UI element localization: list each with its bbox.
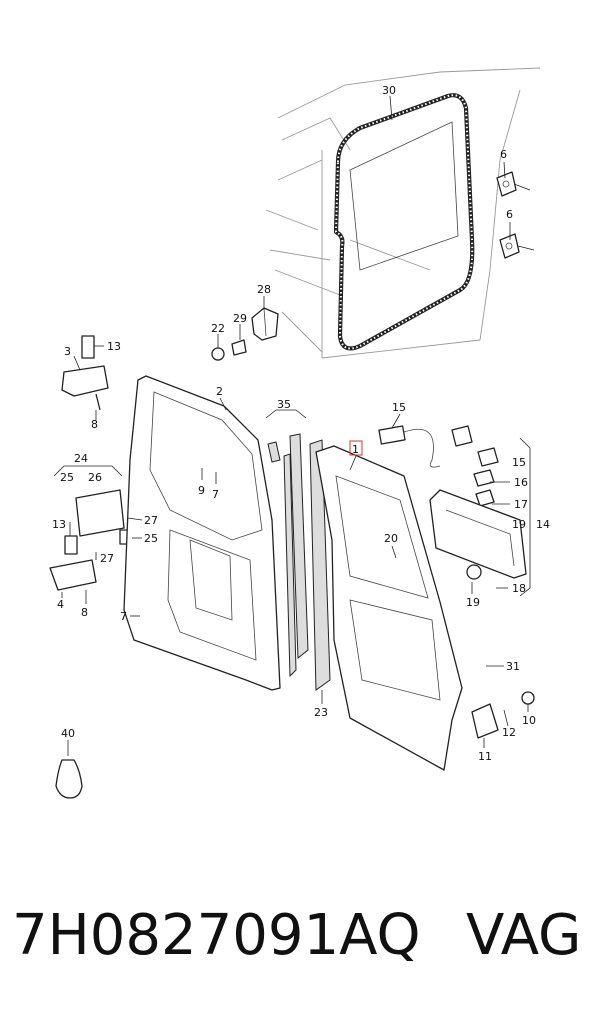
callout-25-lower: 25 (144, 532, 158, 545)
callout-14: 14 (536, 518, 550, 531)
window-channel-strip (267, 433, 309, 678)
part-number: 7H0827091AQ (12, 903, 421, 968)
inner-door-panel (123, 375, 281, 691)
callout-13-upper: 13 (107, 340, 121, 353)
callout-16: 16 (514, 476, 528, 489)
touch-up-paint (55, 759, 83, 799)
callout-1: 1 (352, 443, 359, 456)
door-seal-strip (309, 439, 331, 691)
callout-18: 18 (512, 582, 526, 595)
highlight-box (349, 440, 363, 456)
hinge-cap-lower (499, 233, 520, 259)
parts-exploded-diagram: 30 6 6 28 29 22 3 13 8 2 35 1 15 15 16 1… (49, 67, 550, 799)
callout-28: 28 (257, 283, 271, 296)
callout-35: 35 (277, 398, 291, 411)
callout-13-lower: 13 (52, 518, 66, 531)
hinge-lower (49, 559, 97, 591)
callout-9: 9 (198, 484, 205, 497)
callout-19-lower: 19 (466, 596, 480, 609)
callout-23: 23 (314, 706, 328, 719)
callout-27-upper: 27 (144, 514, 158, 527)
callout-10: 10 (522, 714, 536, 727)
callout-6-lower: 6 (506, 208, 513, 221)
hinge-upper (61, 335, 109, 411)
callout-25-upper: 25 (60, 471, 74, 484)
callout-12: 12 (502, 726, 516, 739)
leader-lines (53, 95, 535, 756)
callout-40: 40 (61, 727, 75, 740)
callout-26: 26 (88, 471, 102, 484)
outer-door-panel (315, 445, 463, 771)
callout-17: 17 (514, 498, 528, 511)
callout-24: 24 (74, 452, 88, 465)
callout-15-upper: 15 (392, 401, 406, 414)
hinge-middle (64, 489, 133, 555)
callout-labels: 30 6 6 28 29 22 3 13 8 2 35 1 15 15 16 1… (52, 84, 550, 763)
callout-29: 29 (233, 312, 247, 325)
callout-22: 22 (211, 322, 225, 335)
callout-20: 20 (384, 532, 398, 545)
callout-3: 3 (64, 345, 71, 358)
callout-27-lower: 27 (100, 552, 114, 565)
callout-6-upper: 6 (500, 148, 507, 161)
latch-cover (471, 691, 535, 739)
callout-7-lower: 7 (120, 610, 127, 623)
callout-15-right: 15 (512, 456, 526, 469)
part-caption: 7H0827091AQ VAG (0, 896, 600, 986)
vehicle-rear-body (265, 67, 541, 359)
callout-11: 11 (478, 750, 492, 763)
handle-assembly (378, 425, 527, 580)
callout-31: 31 (506, 660, 520, 673)
hinge-cap-upper (496, 171, 517, 197)
callout-4: 4 (57, 598, 64, 611)
callout-2: 2 (216, 385, 223, 398)
door-seal (333, 93, 475, 351)
callout-8-upper: 8 (91, 418, 98, 431)
callout-8-lower: 8 (81, 606, 88, 619)
callout-19-upper: 19 (512, 518, 526, 531)
brand-name: VAG (466, 903, 582, 968)
callout-30: 30 (382, 84, 396, 97)
callout-7-upper: 7 (212, 488, 219, 501)
